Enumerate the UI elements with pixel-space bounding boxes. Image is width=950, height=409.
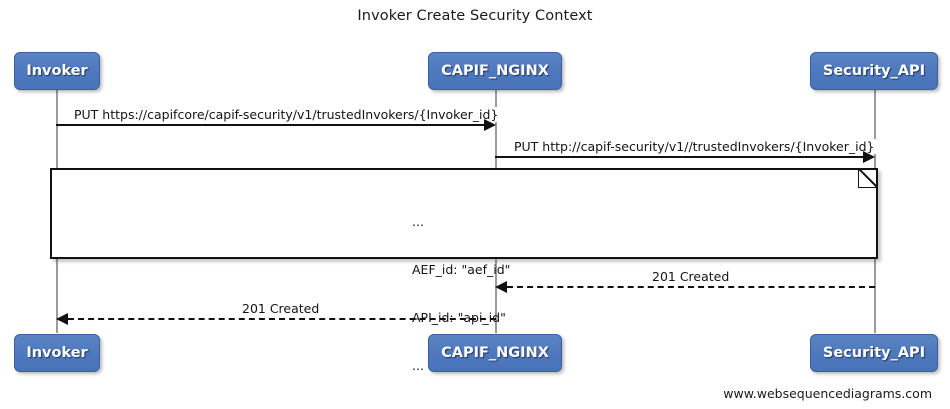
participant-capif-nginx[interactable]: CAPIF_NGINX (428, 52, 562, 90)
message-1-label: PUT https://capifcore/capif-security/v1/… (72, 107, 501, 122)
message-4-arrowhead-icon (56, 313, 68, 325)
participant-capif-nginx-label: CAPIF_NGINX (441, 63, 549, 79)
page-title: Invoker Create Security Context (357, 8, 593, 24)
message-1-arrowhead-icon (484, 119, 496, 131)
message-3-arrowhead-icon (495, 281, 507, 293)
participant-security-api[interactable]: Security_API (810, 52, 938, 90)
participant-security-api-bottom-label: Security_API (822, 345, 926, 361)
message-2-label: PUT http://capif-security/v1//trustedInv… (512, 139, 877, 154)
message-2-arrowhead-icon (863, 151, 875, 163)
participant-capif-nginx-bottom[interactable]: CAPIF_NGINX (428, 334, 562, 372)
participant-security-api-label: Security_API (822, 63, 926, 79)
message-4-line (68, 318, 496, 320)
message-3-line (507, 286, 875, 288)
participant-invoker-label: Invoker (26, 63, 88, 79)
participant-invoker-bottom[interactable]: Invoker (14, 334, 100, 372)
participant-security-api-bottom[interactable]: Security_API (810, 334, 938, 372)
note-request-body: ... AEF_id: "aef_id" API_id: "api_id" ..… (50, 168, 878, 373)
note-line-4: ... (412, 358, 424, 373)
message-4-label: 201 Created (240, 301, 322, 316)
participant-invoker-bottom-label: Invoker (26, 345, 88, 361)
note-line-1: ... (412, 214, 424, 229)
message-1-line (56, 124, 486, 126)
message-3-label: 201 Created (650, 269, 732, 284)
participant-capif-nginx-bottom-label: CAPIF_NGINX (441, 345, 549, 361)
note-body: ... AEF_id: "aef_id" API_id: "api_id" ..… (412, 182, 510, 406)
note-line-3: API_id: "api_id" (412, 310, 506, 325)
note-line-2: AEF_id: "aef_id" (412, 262, 511, 277)
message-2-line (495, 156, 865, 158)
participant-invoker[interactable]: Invoker (14, 52, 100, 90)
note-folded-corner-icon (858, 168, 878, 188)
footer-credit: www.websequencediagrams.com (723, 386, 932, 401)
